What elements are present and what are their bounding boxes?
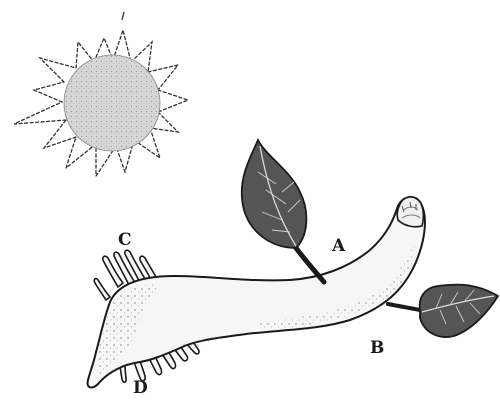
leaf-a xyxy=(242,140,324,282)
label-b: B xyxy=(370,340,384,357)
label-d: D xyxy=(133,380,148,397)
sun-ray-tick xyxy=(122,12,124,20)
label-c: C xyxy=(118,232,132,249)
sun-disc xyxy=(64,55,160,151)
stem-tip xyxy=(397,197,423,227)
label-a: A xyxy=(332,238,345,255)
leaf-b xyxy=(388,285,498,337)
sun xyxy=(14,12,188,176)
